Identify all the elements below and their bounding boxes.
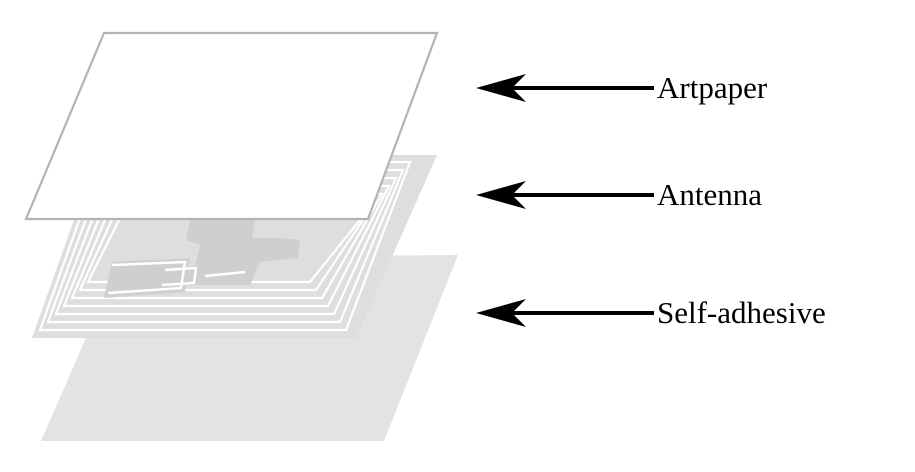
artpaper-arrow — [476, 74, 654, 102]
artpaper-layer — [24, 31, 439, 221]
antenna-arrow — [476, 181, 654, 209]
antenna-label: Antenna — [657, 177, 762, 212]
self-adhesive-label: Self-adhesive — [657, 295, 826, 330]
self-adhesive-arrow — [476, 299, 654, 327]
artpaper-label: Artpaper — [657, 70, 768, 105]
